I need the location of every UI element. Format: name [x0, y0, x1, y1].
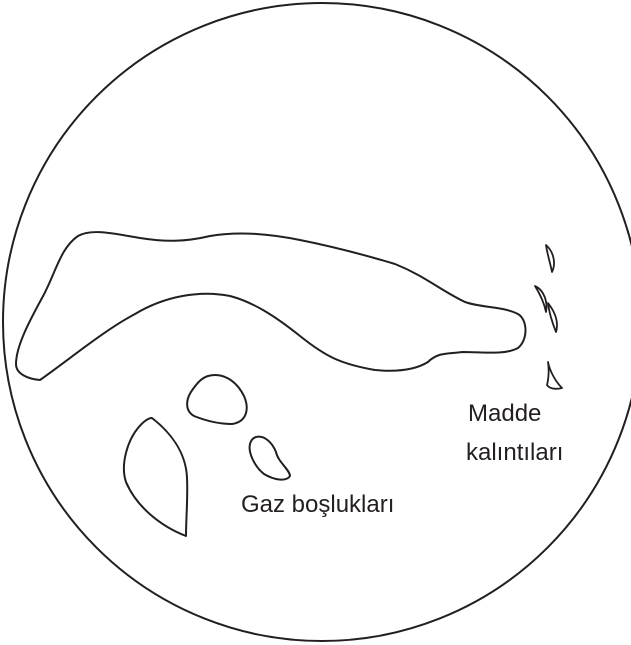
- elongated-body: [16, 232, 526, 380]
- residue-label-line2: kalıntıları: [466, 439, 563, 466]
- gas-voids-label: Gaz boşlukları: [241, 491, 394, 518]
- residue-sliver-3: [548, 303, 557, 332]
- residue-sliver-4: [547, 362, 562, 389]
- gas-void-small: [187, 375, 247, 424]
- gas-void-tiny: [250, 437, 290, 480]
- gas-void-large: [124, 418, 187, 536]
- residue-sliver-1: [546, 245, 554, 272]
- field-circle: [3, 3, 631, 641]
- residue-sliver-2: [535, 286, 547, 312]
- residue-label-line1: Madde: [468, 400, 541, 427]
